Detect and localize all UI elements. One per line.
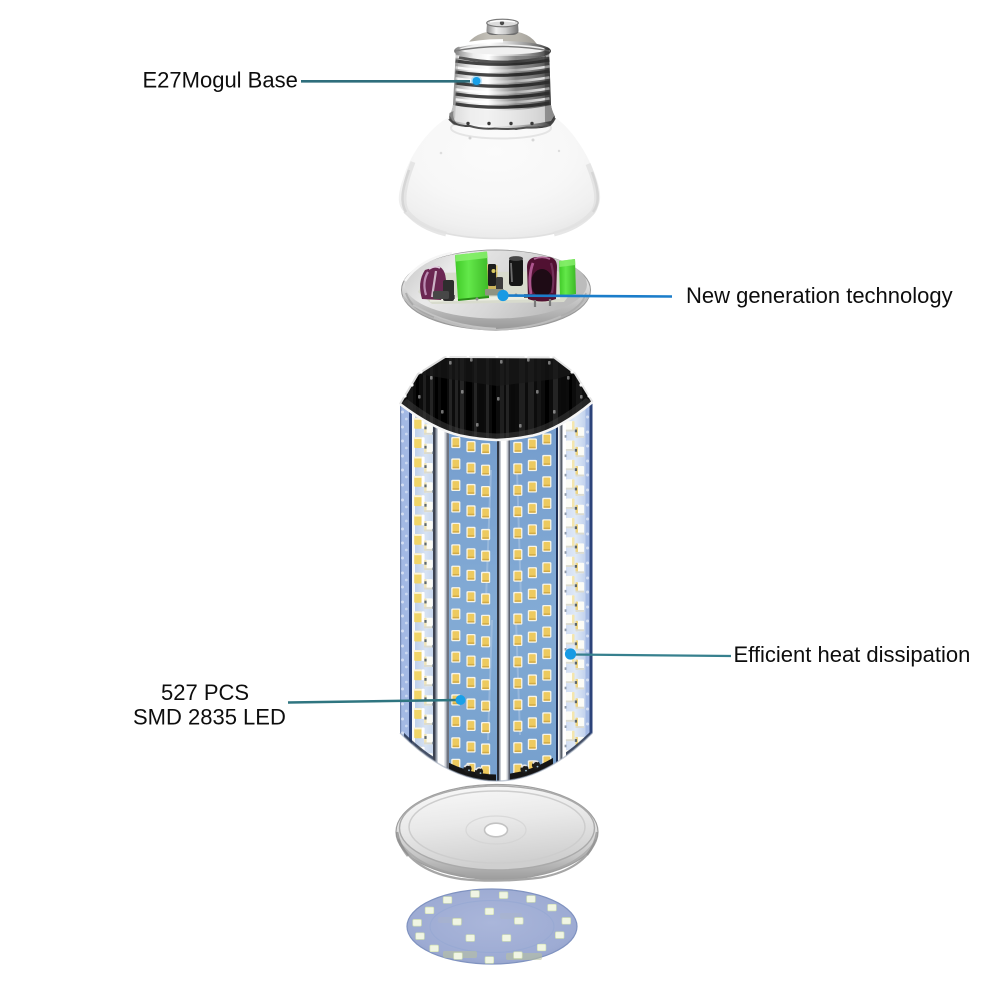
svg-text:E27Mogul Base: E27Mogul Base: [143, 68, 298, 93]
svg-text:527 PCS: 527 PCS: [161, 680, 249, 705]
svg-text:SMD 2835 LED: SMD 2835 LED: [133, 705, 286, 730]
svg-text:New generation technology: New generation technology: [686, 283, 953, 308]
svg-text:Efficient heat dissipation: Efficient heat dissipation: [734, 642, 971, 667]
